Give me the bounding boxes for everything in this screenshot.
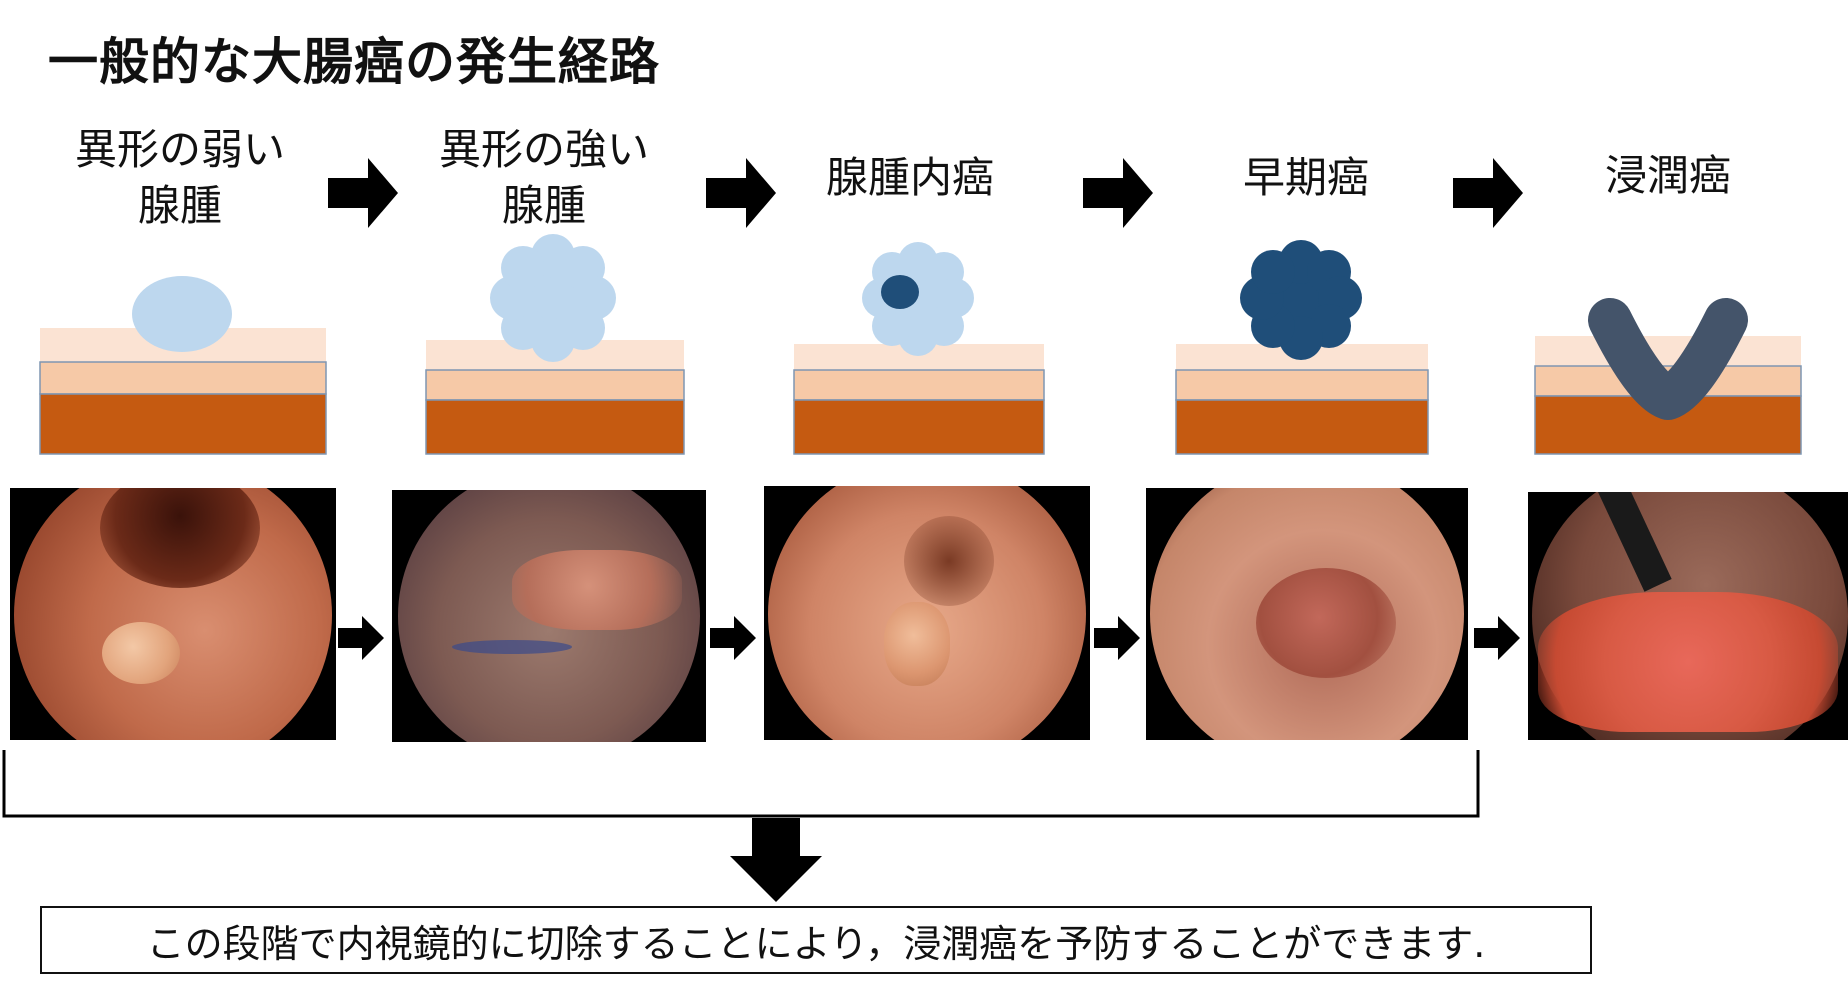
right-arrow-icon <box>1453 158 1523 228</box>
stage-label-2: 異形の強い 腺腫 <box>404 122 684 234</box>
stage-label-5-line1: 浸潤癌 <box>1604 151 1731 200</box>
right-arrow-icon <box>1474 616 1520 660</box>
invasive-cancer-shape-5 <box>1588 298 1748 420</box>
adenoma-shape-3 <box>862 242 974 356</box>
cancer-focus-3 <box>881 275 919 309</box>
adenoma-shape-1 <box>132 276 232 352</box>
right-arrow-icon <box>706 158 776 228</box>
stage-label-3-line1: 腺腫内癌 <box>825 153 994 202</box>
stage-label-1-line1: 異形の弱い <box>74 125 285 174</box>
right-arrow-icon <box>338 616 384 660</box>
stage-label-1: 異形の弱い 腺腫 <box>40 122 320 234</box>
diagram-title: 一般的な大腸癌の発生経路 <box>48 33 660 91</box>
endoscopy-image-5 <box>1528 492 1848 740</box>
endoscopy-image-3 <box>764 486 1090 740</box>
stage-label-5: 浸潤癌 <box>1528 148 1808 204</box>
endoscopy-image-4 <box>1146 488 1468 740</box>
early-cancer-shape-4 <box>1240 240 1362 360</box>
stage-label-1-line2: 腺腫 <box>137 181 222 230</box>
right-arrow-icon <box>328 158 398 228</box>
endoscopy-image-1 <box>10 488 336 740</box>
conclusion-box: この段階で内視鏡的に切除することにより，浸潤癌を予防することができます. <box>40 906 1592 974</box>
stage-label-2-line2: 腺腫 <box>501 181 586 230</box>
stage-label-2-line1: 異形の強い <box>438 125 649 174</box>
bracket <box>2 750 1480 818</box>
tissue-layers-4 <box>1175 344 1429 455</box>
endoscopy-image-2 <box>392 490 706 742</box>
stage-label-4-line1: 早期癌 <box>1242 153 1369 202</box>
conclusion-text: この段階で内視鏡的に切除することにより，浸潤癌を予防することができます. <box>146 921 1486 966</box>
down-arrow-icon <box>730 818 822 902</box>
stage-label-4: 早期癌 <box>1166 150 1446 206</box>
right-arrow-icon <box>710 616 756 660</box>
adenoma-shape-2 <box>490 234 616 362</box>
right-arrow-icon <box>1094 616 1140 660</box>
tissue-layers-2 <box>425 340 685 455</box>
stage-label-3: 腺腫内癌 <box>770 150 1050 206</box>
right-arrow-icon <box>1083 158 1153 228</box>
tissue-layers-3 <box>793 344 1045 455</box>
